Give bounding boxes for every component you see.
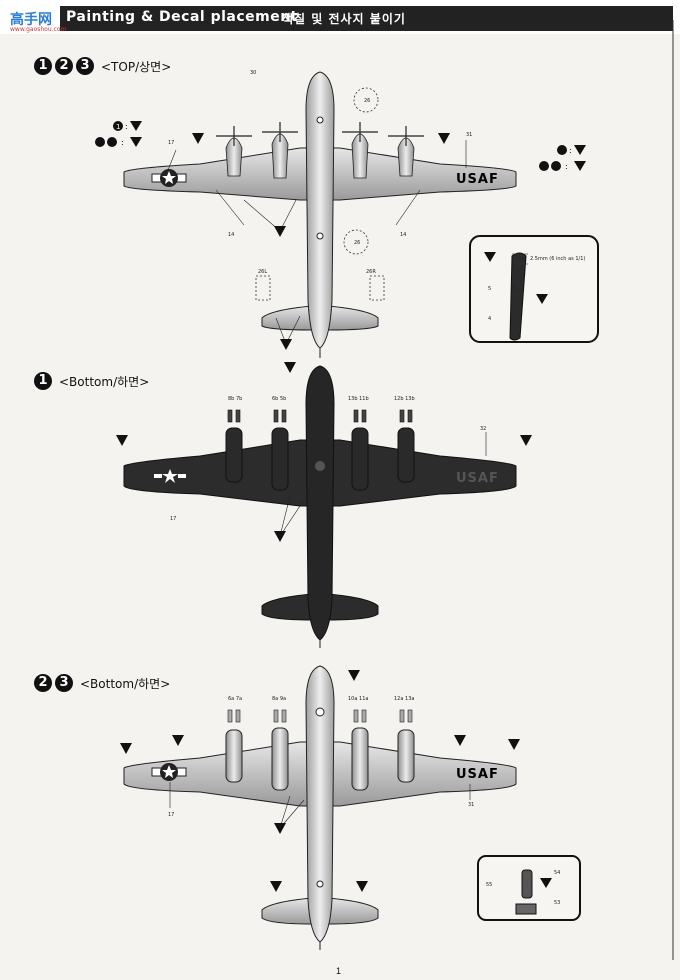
legend-right: : : [539,145,586,171]
detail-box-propeller: 2.5mm (6 inch as 1/1) 5 4 3 [469,235,599,343]
section-bottom23-label: 2 3 <Bottom/하면> [34,674,170,692]
step-number: 1 [34,57,52,75]
header-bar [60,6,673,31]
svg-text:14: 14 [228,232,234,238]
svg-text:3: 3 [512,286,515,292]
svg-text:26L: 26L [258,269,267,275]
section-bottom23-text: <Bottom/하면> [80,676,171,691]
svg-text:12b 13b: 12b 13b [394,396,415,402]
svg-text:10a 11a: 10a 11a [348,696,368,702]
usaf-marking: USAF [456,172,499,187]
watermark-logo: 高手网 www.gaoshou.com [4,4,66,36]
svg-text:30: 30 [250,70,256,76]
legend-left: 1 : : [95,121,142,147]
svg-text:12a 13a: 12a 13a [394,696,414,702]
page-title-korean: 색칠 및 전사지 붙이기 [282,12,406,26]
usaf-marking: USAF [456,767,499,782]
svg-text:1: 1 [116,123,120,131]
star-insignia-icon [151,763,187,781]
svg-text:17: 17 [168,812,174,818]
step-number: 3 [76,57,94,75]
bottom-view-23-aircraft: USAF 6a 7a 8a 9a 10a 11a 12a 13a 17 31 [120,665,520,950]
svg-text:8a 9a: 8a 9a [272,696,286,702]
svg-text:13b 11b: 13b 11b [348,396,369,402]
svg-text:6b 5b: 6b 5b [272,396,286,402]
header: Painting & Decal placement 색칠 및 전사지 붙이기 … [0,0,680,34]
svg-text:4: 4 [488,316,491,322]
bottom-view-1-aircraft: USAF 8b 7b 6b 5b 13b 11b 12b 13b 32 17 [116,362,532,648]
step-number: 2 [55,57,73,75]
svg-text:5: 5 [488,286,491,292]
svg-text:31: 31 [468,802,474,808]
page-number: 1 [336,966,342,976]
detail-box-bottom: 55 54 53 [477,855,581,921]
section-bottom1-label: 1 <Bottom/하면> [34,372,149,390]
svg-text:26: 26 [364,98,370,104]
svg-text:17: 17 [170,516,176,522]
star-insignia-icon [151,169,187,187]
svg-text:53: 53 [554,900,560,906]
svg-text:32: 32 [480,426,486,432]
svg-text:17: 17 [168,140,174,146]
logo-subtext: www.gaoshou.com [10,26,67,33]
svg-text:6a 7a: 6a 7a [228,696,242,702]
usaf-marking: USAF [456,471,499,486]
svg-text:8b 7b: 8b 7b [228,396,242,402]
svg-text::: : [125,122,128,131]
section-top-label: 1 2 3 <TOP/상면> [34,57,171,75]
section-top-text: <TOP/상면> [101,59,172,74]
step-number: 3 [55,674,73,692]
svg-text::: : [569,146,572,155]
svg-text::: : [565,162,568,171]
svg-text:31: 31 [466,132,472,138]
svg-text:26: 26 [354,240,360,246]
top-view-aircraft: USAF 30 26 26 31 17 14 14 26L [123,70,517,358]
svg-text:54: 54 [554,870,560,876]
star-insignia-icon [154,469,186,483]
section-bottom1-text: <Bottom/하면> [59,374,150,389]
svg-text:14: 14 [400,232,406,238]
svg-text:55: 55 [486,882,492,888]
page-title: Painting & Decal placement [66,9,298,25]
svg-text::: : [121,138,124,147]
step-number: 1 [34,372,52,390]
svg-text:26R: 26R [366,269,376,275]
step-number: 2 [34,674,52,692]
svg-text:2.5mm (6 inch as 1/1): 2.5mm (6 inch as 1/1) [530,256,585,262]
logo-text: 高手网 [10,12,52,28]
